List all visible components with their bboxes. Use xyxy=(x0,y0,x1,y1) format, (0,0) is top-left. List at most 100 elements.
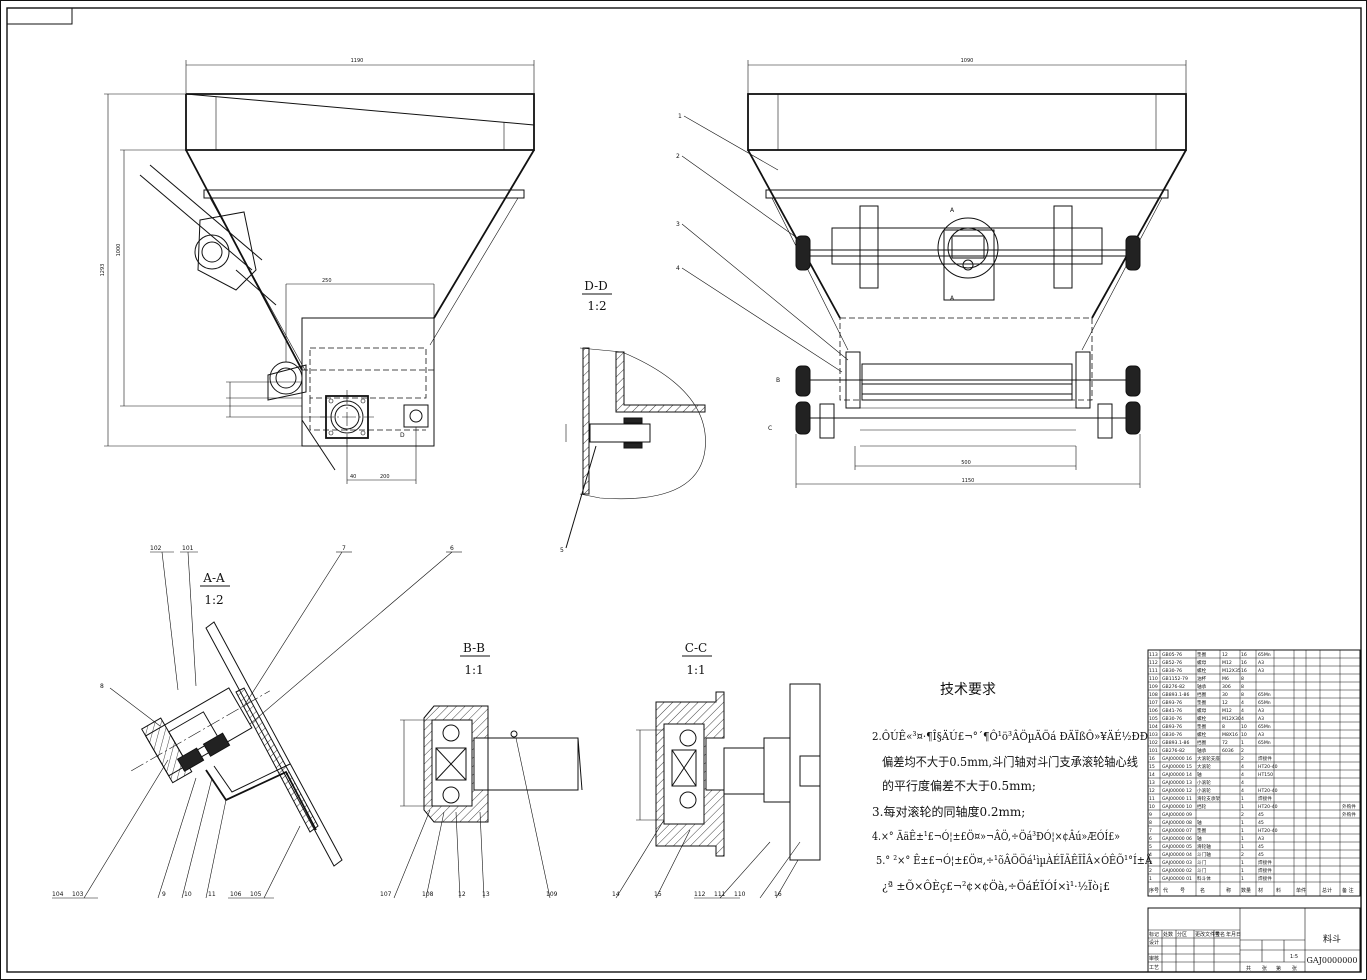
dim-left-h1: 1000 xyxy=(116,244,122,257)
leader-3: 3 xyxy=(676,221,680,228)
aa-c6: 6 xyxy=(450,545,454,552)
bom-cell: A3 xyxy=(1258,716,1264,722)
bom-header-cell: 称 xyxy=(1226,887,1231,894)
bom-cell: 挡圈 xyxy=(1197,739,1207,746)
bom-cell: GAJ00000 08 xyxy=(1162,820,1192,826)
tb-h6: 年月日 xyxy=(1226,931,1241,938)
bom-cell: 螺母 xyxy=(1197,707,1207,714)
bom-cell: GAJ00000 02 xyxy=(1162,868,1192,874)
svg-text:D: D xyxy=(400,432,405,439)
bom-cell: 72 xyxy=(1222,740,1228,746)
aa-c9: 9 xyxy=(162,891,166,898)
leader-1: 1 xyxy=(678,113,682,120)
dd-scale: 1:2 xyxy=(587,299,606,313)
bom-cell: 4 xyxy=(1241,780,1244,786)
bom-cell: M8X16 xyxy=(1222,732,1238,738)
bom-cell: A3 xyxy=(1258,668,1264,674)
bom-cell: 8 xyxy=(1241,692,1244,698)
bom-cell: 垫圈 xyxy=(1197,651,1207,658)
tech-line-3: 的平行度偏差不大于0.5mm; xyxy=(882,778,1036,793)
tb-foot-2: 张 xyxy=(1262,965,1267,972)
bom-cell: 螺栓 xyxy=(1197,715,1207,722)
bom-cell: 斗门轴 xyxy=(1197,851,1211,858)
tb-foot-1: 共 xyxy=(1246,965,1251,972)
bom-cell: GAJ00000 13 xyxy=(1162,780,1192,786)
bom-cell: 45 xyxy=(1258,820,1264,826)
bom-cell: 大滚轮 xyxy=(1197,763,1211,770)
bom-header-cell: 总计 xyxy=(1322,887,1332,894)
tb-name: 料斗 xyxy=(1323,933,1341,945)
view-cc: C-C 1:1 14 15 112 111 110 16 xyxy=(612,641,821,899)
bom-cell: 15 xyxy=(1149,764,1155,770)
bom-cell: 111 xyxy=(1149,668,1158,674)
bom-cell: GB30-76 xyxy=(1162,668,1182,674)
bom-cell: GB52-76 xyxy=(1162,660,1182,666)
bb-c13: 13 xyxy=(482,891,490,898)
bb-c109: 109 xyxy=(546,891,558,898)
bom-cell: 1 xyxy=(1241,844,1244,850)
bom-cell: 45 xyxy=(1258,812,1264,818)
bom-cell: GAJ00000 15 xyxy=(1162,764,1192,770)
bom-cell: 4 xyxy=(1241,700,1244,706)
tb-h2: 处数 xyxy=(1163,931,1173,938)
tech-title: 技术要求 xyxy=(940,682,996,698)
bom-cell: 1 xyxy=(1241,860,1244,866)
sec-a-top: A xyxy=(950,207,955,214)
cc-c112: 112 xyxy=(694,891,706,898)
bom-cell: 16 xyxy=(1241,668,1247,674)
bom-cell: 8 xyxy=(1241,684,1244,690)
bb-c107: 107 xyxy=(380,891,392,898)
aa-scale: 1:2 xyxy=(204,593,223,607)
bom-cell: GAJ00000 09 xyxy=(1162,812,1192,818)
bom-cell: A3 xyxy=(1258,660,1264,666)
cc-c14: 14 xyxy=(612,891,620,898)
bom-cell: 12 xyxy=(1222,652,1228,658)
bom-cell: 65Mn xyxy=(1258,652,1271,658)
bom-cell: 107 xyxy=(1149,700,1158,706)
view-bb: B-B 1:1 107 108 12 13 109 xyxy=(380,641,583,899)
bom-cell: GB276-82 xyxy=(1162,684,1185,690)
bom-cell: 12 xyxy=(1222,700,1228,706)
bom-cell: 1 xyxy=(1149,876,1152,882)
bom-cell: 垫圈 xyxy=(1197,827,1207,834)
bb-c12: 12 xyxy=(458,891,466,898)
bom-cell: 109 xyxy=(1149,684,1158,690)
tech-line-5: 4.×° ÄäÊ±¹£¬Ó¦±£Ö¤»¬ÂÖ,÷Öá³ÐÓ¦×¢Âú»ÆÓÍ£» xyxy=(872,829,1120,843)
dim-250: 250 xyxy=(322,278,332,284)
bom-cell: 45 xyxy=(1258,844,1264,850)
bom-cell: 垫圈 xyxy=(1197,699,1207,706)
bom-cell: 108 xyxy=(1149,692,1158,698)
bom-cell: 10 xyxy=(1241,724,1247,730)
title-block: 料斗 GAJ0000000 1:5 标记 处数 分区 更改文件号 签名 年月日 … xyxy=(1147,907,1361,973)
view-aa: A-A 1:2 102 101 7 6 xyxy=(52,545,462,899)
dd-title: D-D xyxy=(584,279,608,293)
bom-cell: 3 xyxy=(1149,860,1152,866)
bom-header-cell: 数量 xyxy=(1241,887,1251,894)
bom-cell: 110 xyxy=(1149,676,1158,682)
sec-a-bot: A xyxy=(950,295,955,302)
bom-cell: GAJ00000 03 xyxy=(1162,860,1192,866)
tech-line-2: 偏差均不大于0.5mm,斗门轴对斗门支承滚轮轴心线 xyxy=(882,754,1138,769)
dim-top-right: 1090 xyxy=(961,58,974,64)
tb-code: GAJ0000000 xyxy=(1306,956,1357,965)
aa-c10: 10 xyxy=(184,891,192,898)
bom-cell: GB93-76 xyxy=(1162,724,1182,730)
bom-cell: M6 xyxy=(1222,676,1229,682)
bom-cell: 焊接件 xyxy=(1258,875,1272,882)
bom-cell: 4 xyxy=(1241,764,1244,770)
bom-cell: 滑轮轴 xyxy=(1197,843,1211,850)
bom-cell: 2 xyxy=(1149,868,1152,874)
bom-cell: 2 xyxy=(1241,748,1244,754)
bom-cell: 65Mn xyxy=(1258,700,1271,706)
tech-line-6: 5.° ²×° Ê±£¬Ó¦±£Ö¤,÷¹õÂÖÖá¹ìµÀÉÏÃÊÏÎÂ×ÓÊ… xyxy=(876,853,1153,867)
bom-cell: 7 xyxy=(1149,828,1152,834)
tb-role-1: 设计 xyxy=(1149,939,1159,946)
bom-cell: GB41-76 xyxy=(1162,708,1182,714)
tb-h4: 更改文件号 xyxy=(1195,931,1220,938)
bb-scale: 1:1 xyxy=(464,663,483,677)
bom-cell: A3 xyxy=(1258,708,1264,714)
bom-cell: 焊接件 xyxy=(1258,867,1272,874)
tb-foot-3: 第 xyxy=(1276,965,1281,972)
bom-cell: GB30-76 xyxy=(1162,732,1182,738)
